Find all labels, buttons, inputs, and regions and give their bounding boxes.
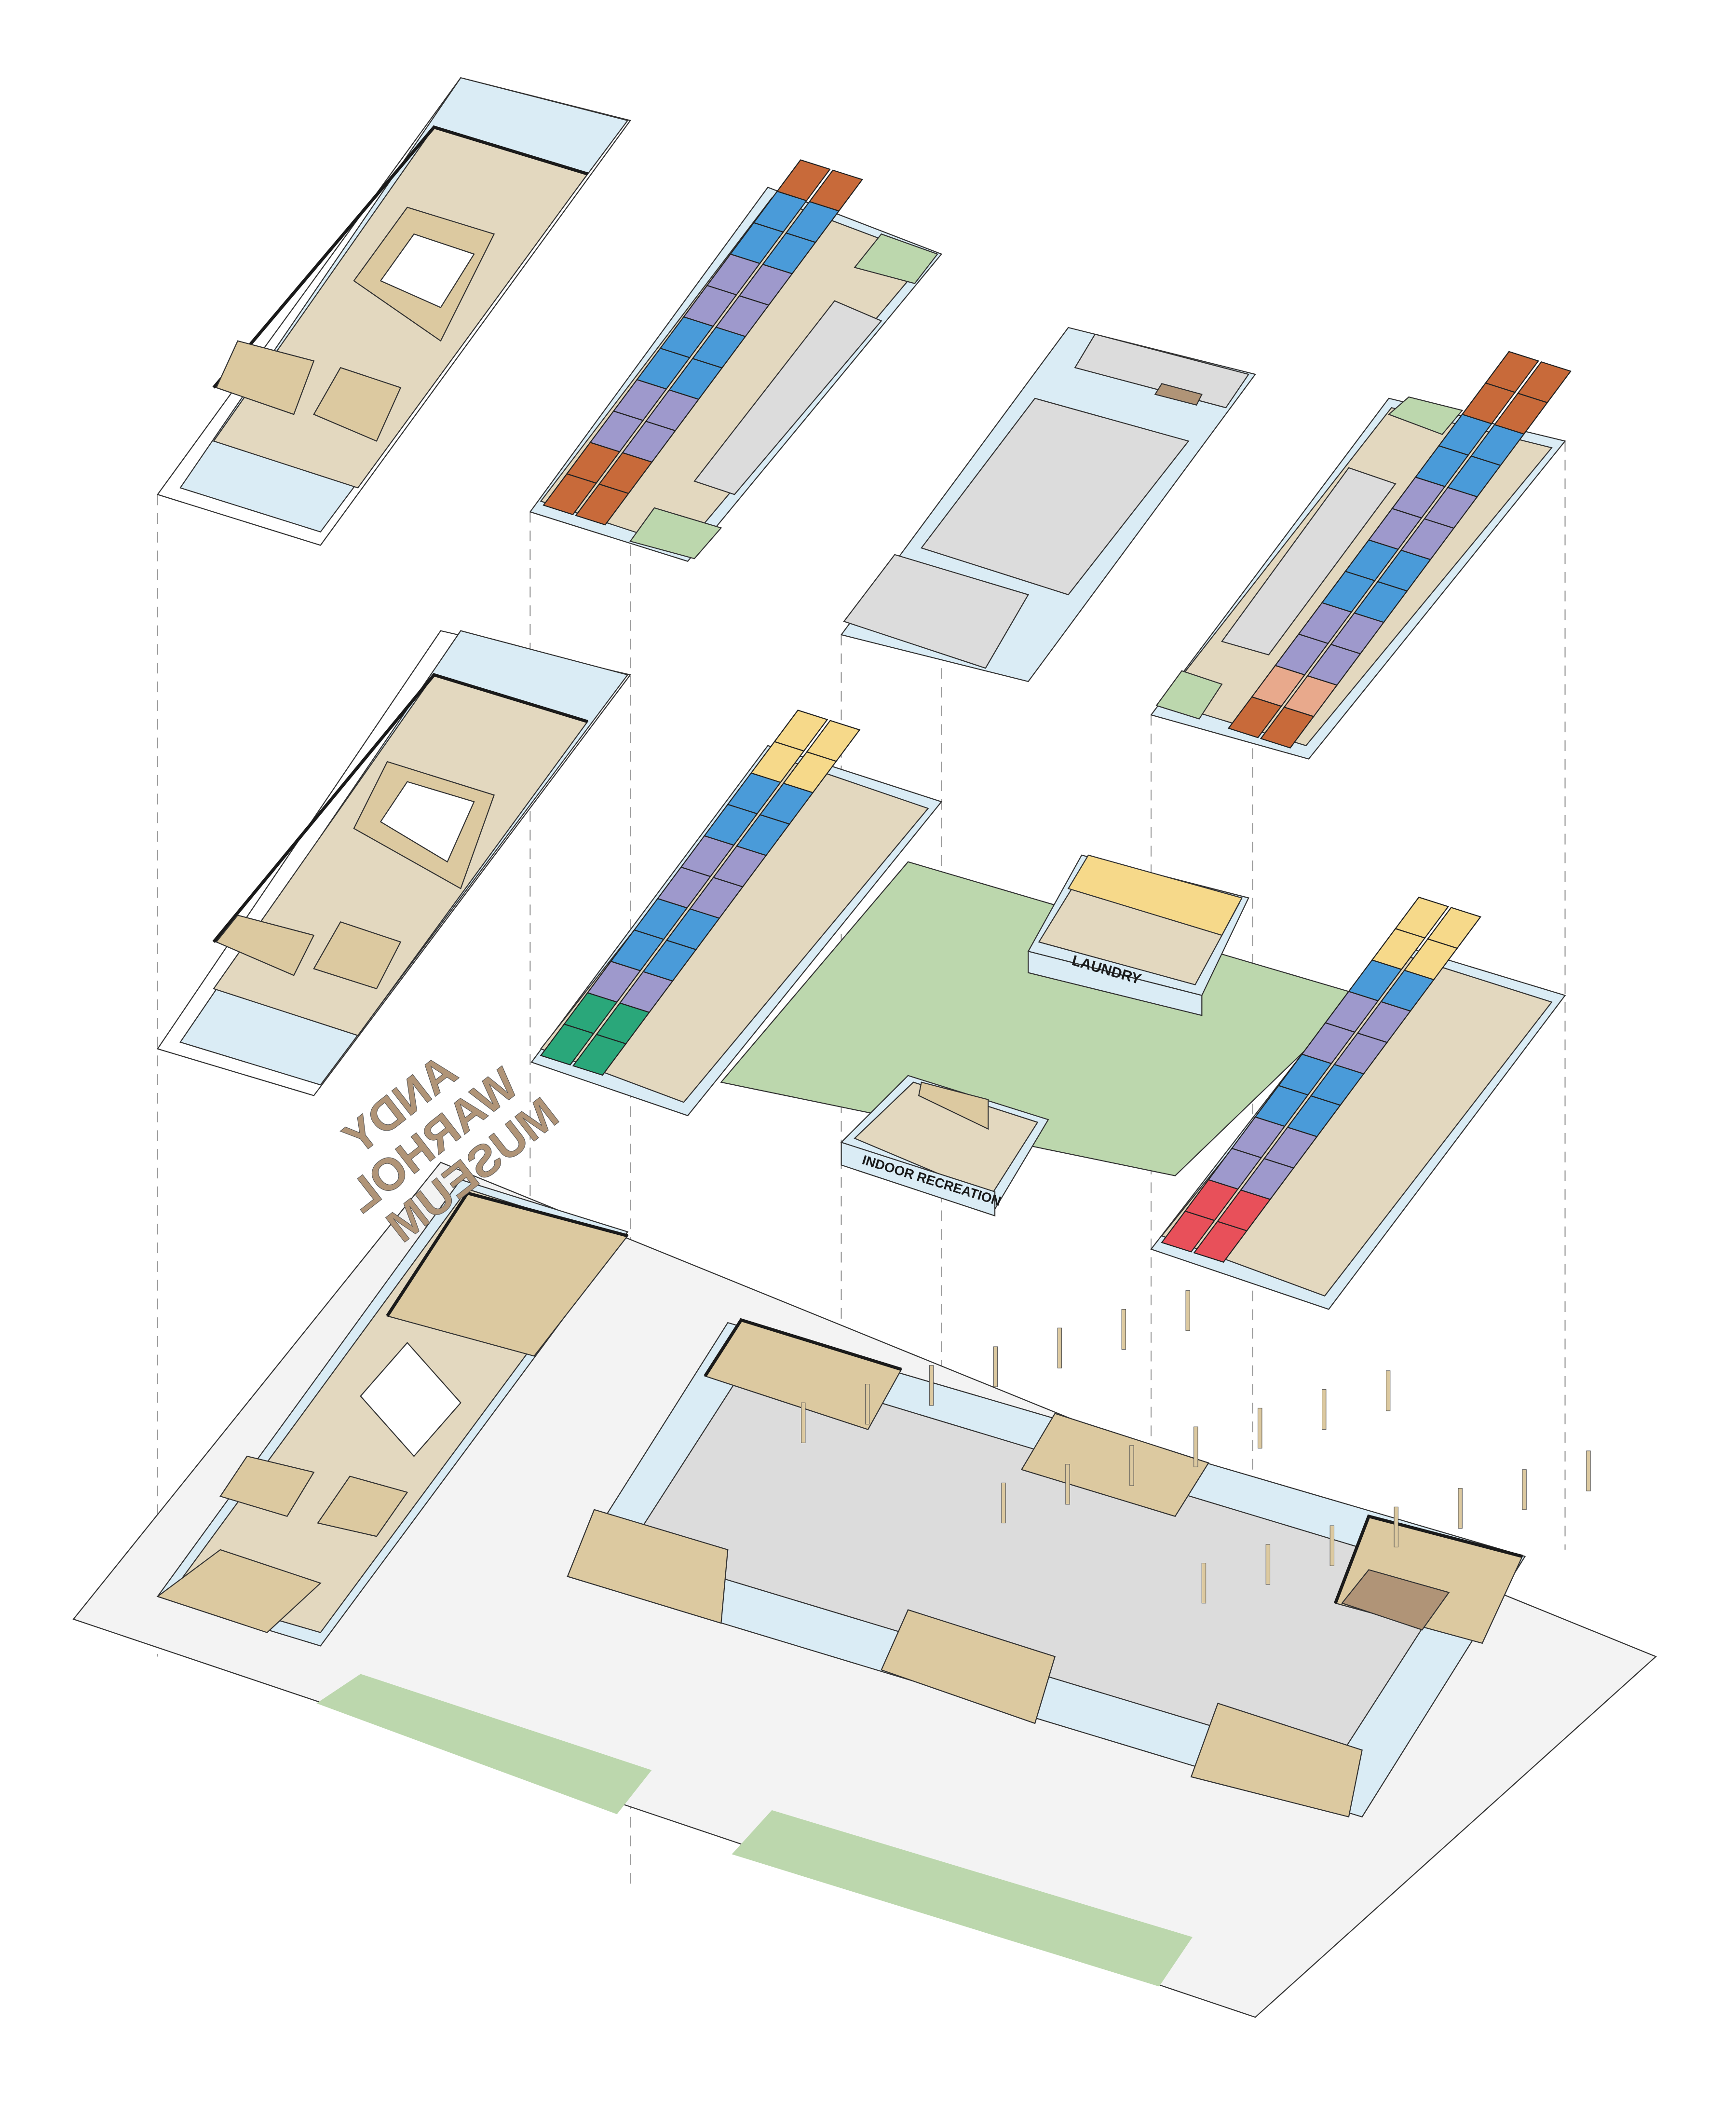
column [993, 1346, 998, 1387]
middle-level: LAUNDRY INDOOR RECREATION [157, 630, 1566, 1310]
room-cell-orange [776, 159, 831, 202]
column [1001, 1482, 1006, 1524]
room-cell-yellow [1395, 896, 1450, 939]
column [1265, 1544, 1271, 1585]
column [1057, 1327, 1062, 1368]
projection-lines [157, 441, 1566, 1884]
residential-ground-floor [567, 1318, 1526, 1818]
center-top-block [840, 327, 1256, 683]
column [865, 1383, 870, 1425]
wing-left-top [529, 159, 943, 562]
museum-ground [156, 1179, 629, 1647]
green-plot-2 [732, 1810, 1193, 1987]
room-cell-yellow [1427, 907, 1482, 949]
column [1586, 1450, 1591, 1491]
room-cell-orange [1517, 361, 1572, 404]
ground-level [72, 1161, 1657, 2018]
column [1258, 1407, 1262, 1449]
column [1321, 1389, 1327, 1430]
wing-right-middle [1150, 896, 1566, 1310]
columns [800, 1290, 1591, 1604]
room-cell-yellow [806, 720, 861, 762]
column [1394, 1506, 1398, 1547]
column [1129, 1445, 1134, 1486]
column [1329, 1525, 1335, 1566]
column [1121, 1309, 1126, 1350]
upper-level [156, 77, 1572, 760]
laundry-block: LAUNDRY [1027, 854, 1249, 1016]
column [1201, 1563, 1207, 1604]
column [1385, 1370, 1391, 1411]
wing-right-top [1150, 351, 1572, 760]
column [1065, 1464, 1070, 1505]
column [800, 1402, 806, 1443]
room-cell-yellow [773, 710, 828, 752]
column [1185, 1290, 1190, 1331]
column [1458, 1488, 1463, 1529]
column [1194, 1426, 1198, 1467]
green-plot-1 [316, 1674, 652, 1815]
wing-left-middle [530, 710, 943, 1117]
column [929, 1365, 934, 1406]
column [1522, 1469, 1527, 1510]
room-cell-orange [1484, 351, 1539, 393]
room-cell-orange [808, 169, 863, 212]
